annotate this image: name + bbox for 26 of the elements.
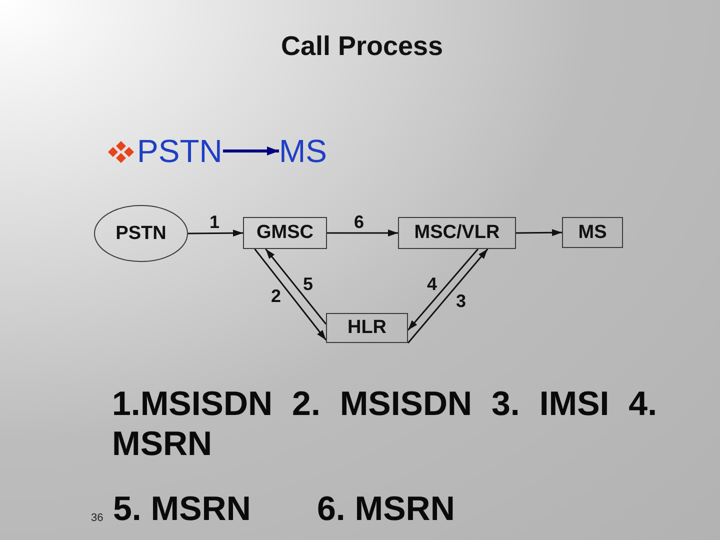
message-item: 6. MSRN	[317, 489, 455, 529]
network-box: MS	[562, 217, 623, 248]
edge-label: 6	[354, 213, 364, 231]
network-ellipse: PSTN	[94, 205, 188, 262]
network-box: MSC/VLR	[398, 217, 516, 249]
arrow	[265, 248, 327, 325]
edge-label: 3	[456, 292, 466, 310]
arrow	[327, 230, 398, 236]
message-item: 5. MSRN	[113, 489, 251, 529]
network-box: GMSC	[243, 217, 327, 249]
arrow	[407, 248, 488, 344]
edge-label: 4	[427, 275, 437, 293]
arrow	[516, 229, 562, 236]
edge-label: 5	[303, 275, 313, 293]
message-list: 1.MSISDN 2. MSISDN 3. IMSI 4. MSRN	[112, 384, 697, 464]
edge-label: 1	[210, 213, 220, 231]
arrow	[223, 146, 279, 156]
edge-label: 2	[271, 287, 281, 305]
arrow	[254, 248, 327, 340]
bullet-text: MS	[279, 132, 331, 170]
arrow	[407, 248, 479, 331]
page-number: 36	[91, 512, 104, 525]
bullet-text: PSTN	[137, 132, 223, 170]
arrow	[188, 230, 243, 237]
network-box: HLR	[326, 313, 408, 343]
title: Call Process	[280, 31, 444, 61]
